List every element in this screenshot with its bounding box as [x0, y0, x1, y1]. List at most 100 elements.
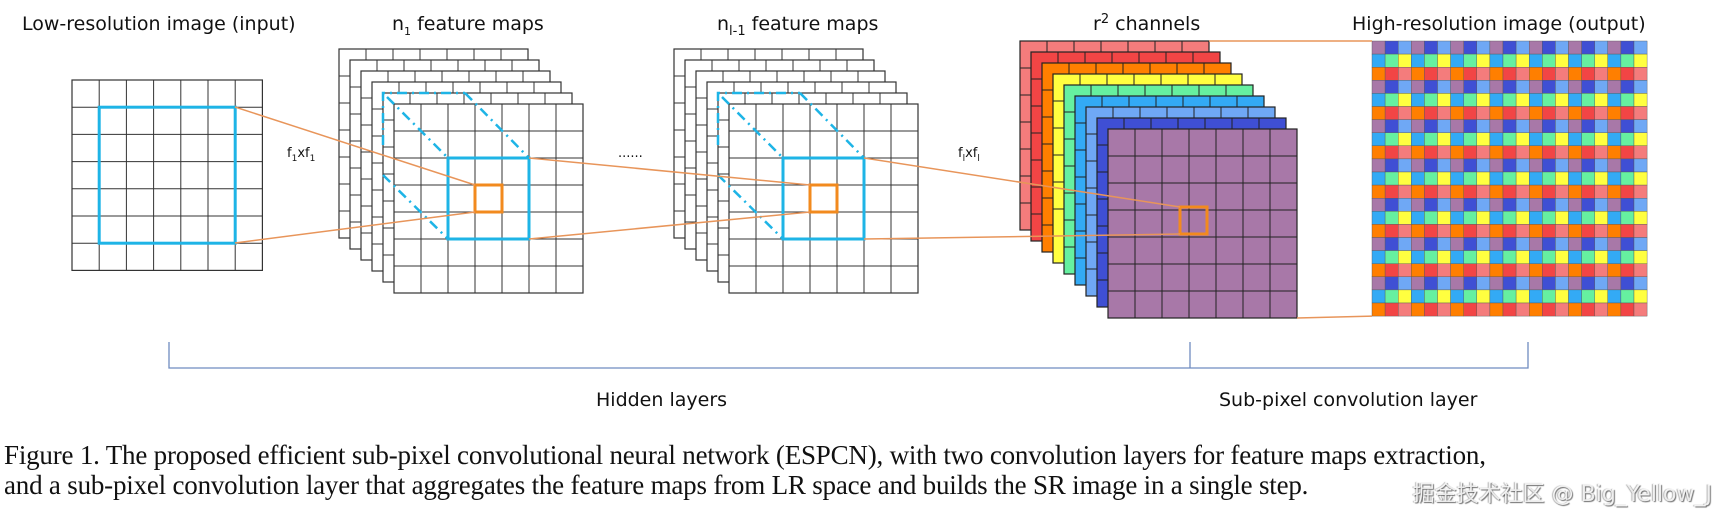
- hr-pixel: [1607, 53, 1622, 68]
- hr-pixel: [1371, 276, 1386, 291]
- hr-pixel: [1463, 224, 1477, 238]
- hr-pixel: [1437, 197, 1451, 212]
- kernel-size-f1-label: f1xf1: [287, 146, 315, 164]
- hr-pixel: [1476, 132, 1491, 146]
- hr-pixel: [1528, 132, 1543, 146]
- hr-pixel: [1450, 66, 1464, 81]
- hr-pixel: [1424, 289, 1438, 304]
- hr-pixel: [1463, 119, 1477, 133]
- hr-pixel: [1528, 237, 1543, 251]
- hr-pixel: [1502, 158, 1517, 173]
- hr-pixel: [1371, 40, 1386, 55]
- kernel-projection-dashed: [381, 91, 465, 145]
- hr-pixel: [1489, 197, 1504, 212]
- output-pixel-highlight: [1178, 205, 1209, 236]
- hr-pixel: [1411, 106, 1425, 120]
- hr-pixel: [1607, 250, 1622, 264]
- hr-pixel: [1515, 211, 1530, 225]
- hr-pixel: [1450, 40, 1464, 55]
- hr-pixel: [1397, 40, 1412, 55]
- hr-pixel: [1568, 237, 1582, 251]
- hr-pixel: [1633, 184, 1648, 199]
- hr-pixel: [1411, 66, 1425, 81]
- hr-pixel: [1397, 66, 1412, 81]
- grid-frame: [1107, 128, 1298, 319]
- hr-pixel: [1581, 289, 1595, 304]
- hr-pixel: [1528, 106, 1543, 120]
- hr-pixel: [1555, 145, 1569, 160]
- hr-pixel: [1542, 276, 1556, 291]
- hr-pixel: [1450, 263, 1464, 278]
- hr-pixel: [1384, 224, 1399, 238]
- hr-pixel: [1371, 145, 1386, 160]
- hr-pixel: [1542, 66, 1556, 81]
- hr-pixel: [1437, 119, 1451, 133]
- hr-pixel: [1411, 263, 1425, 278]
- hr-pixel: [1450, 224, 1464, 238]
- hr-pixel: [1620, 184, 1635, 199]
- connector-line: [1296, 315, 1373, 319]
- hr-pixel: [1437, 40, 1451, 55]
- hr-pixel: [1502, 276, 1517, 291]
- hr-pixel: [1424, 211, 1438, 225]
- kernel-projection-dashed: [716, 91, 800, 145]
- hr-pixel: [1476, 119, 1491, 133]
- hr-pixel: [1607, 66, 1622, 81]
- hr-pixel: [1633, 132, 1648, 146]
- hr-pixel: [1476, 53, 1491, 68]
- hr-pixel: [1424, 158, 1438, 173]
- hr-pixel: [1568, 93, 1582, 107]
- hr-pixel: [1555, 93, 1569, 107]
- hr-pixel: [1437, 145, 1451, 160]
- hr-pixel: [1542, 289, 1556, 304]
- hr-pixel: [1620, 250, 1635, 264]
- hr-pixel: [1542, 237, 1556, 251]
- hr-pixel: [1411, 302, 1425, 317]
- hr-pixel: [1463, 106, 1477, 120]
- hr-pixel: [1384, 237, 1399, 251]
- hr-pixel: [1476, 263, 1491, 278]
- hr-pixel: [1581, 66, 1595, 81]
- hr-pixel: [1502, 263, 1517, 278]
- hr-pixel: [1450, 184, 1464, 199]
- hr-pixel: [1502, 302, 1517, 317]
- hr-pixel: [1489, 132, 1504, 146]
- hr-pixel: [1489, 237, 1504, 251]
- hr-pixel: [1476, 276, 1491, 291]
- nl-1-feature-maps-stack: [673, 48, 919, 294]
- layer-brackets: [168, 342, 1529, 369]
- hr-pixel: [1633, 158, 1648, 173]
- hr-pixel: [1528, 80, 1543, 94]
- hr-pixel: [1555, 302, 1569, 317]
- hr-pixel: [1542, 80, 1556, 94]
- hr-pixel: [1515, 53, 1530, 68]
- hr-pixel: [1620, 171, 1635, 186]
- hr-pixel: [1581, 119, 1595, 133]
- hr-pixel: [1555, 184, 1569, 199]
- hr-pixel: [1568, 66, 1582, 81]
- hr-pixel: [1384, 53, 1399, 68]
- hr-pixel: [1397, 211, 1412, 225]
- hr-pixel: [1397, 224, 1412, 238]
- hr-pixel: [1411, 80, 1425, 94]
- hr-pixel: [1371, 289, 1386, 304]
- hr-pixel: [1607, 289, 1622, 304]
- hr-pixel: [1633, 276, 1648, 291]
- hr-pixel: [1568, 53, 1582, 68]
- hr-pixel: [1371, 53, 1386, 68]
- hr-pixel: [1502, 289, 1517, 304]
- hr-pixel: [1424, 184, 1438, 199]
- hr-pixel: [1633, 263, 1648, 278]
- hr-pixel: [1568, 197, 1582, 212]
- hr-pixel: [1594, 237, 1608, 251]
- hr-pixel: [1371, 224, 1386, 238]
- hr-pixel: [1463, 289, 1477, 304]
- hr-pixel: [1424, 250, 1438, 264]
- hr-pixel: [1581, 40, 1595, 55]
- hr-pixel: [1437, 184, 1451, 199]
- hr-pixel: [1620, 158, 1635, 173]
- hr-pixel: [1542, 184, 1556, 199]
- caption-line-1: Figure 1. The proposed efficient sub-pix…: [4, 440, 1486, 470]
- hr-pixel: [1384, 93, 1399, 107]
- hr-pixel: [1620, 289, 1635, 304]
